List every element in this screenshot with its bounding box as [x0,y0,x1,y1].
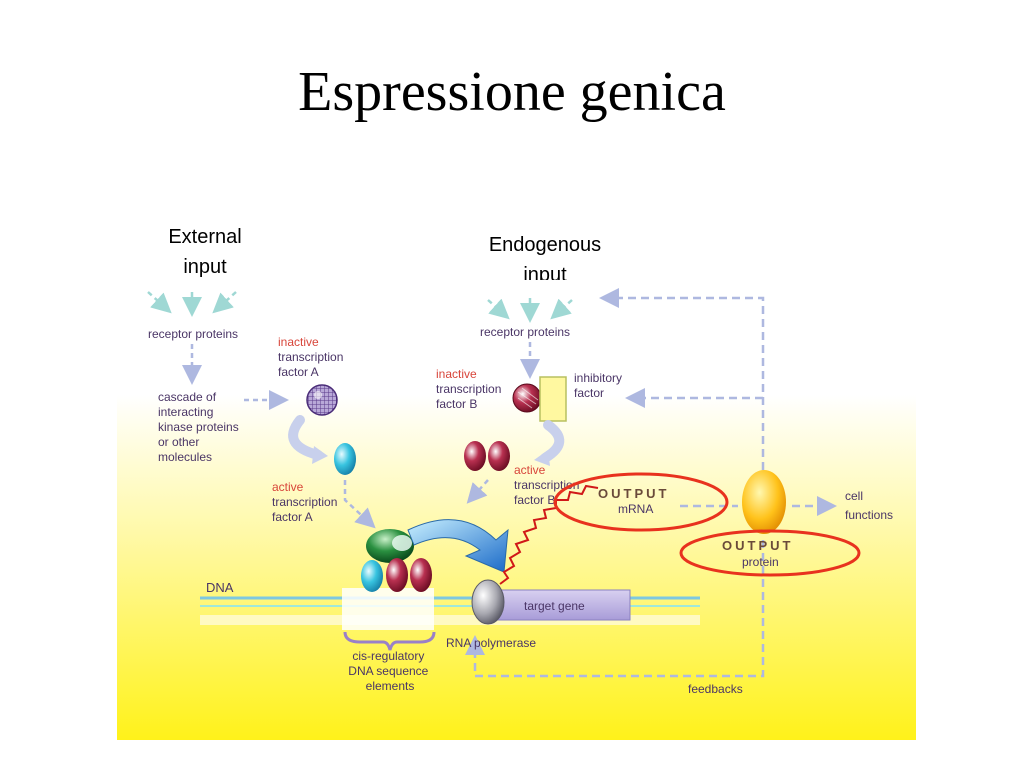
external-input-arrows [147,291,237,317]
rna-polymerase-label: RNA polymerase [446,636,536,650]
inhibitory-factor-label: inhibitory factor [574,371,625,400]
active-factor-a-sphere [334,443,356,475]
receptor-proteins-right-label: receptor proteins [480,325,570,339]
dna-label: DNA [206,580,234,595]
feedback-loop [465,288,837,678]
active-factor-b-sphere-1 [464,441,486,471]
endogenous-caption-line-1: Endogenous [488,234,602,256]
receptor-proteins-left-label: receptor proteins [148,327,238,341]
cis-regulatory-brace [343,631,436,651]
cell-functions-label: cell functions [845,489,893,522]
cascade-label: cascade of interacting kinase proteins o… [158,390,242,464]
output-protein-blob [742,470,786,534]
target-gene-label: target gene [524,599,585,613]
external-input-caption: External input [140,222,270,282]
output-mrna-sub: mRNA [618,502,653,516]
highlight-circle-mrna [553,472,729,532]
cis-regulatory-region [342,588,434,630]
external-caption-line-1: External [168,226,242,248]
inactive-factor-a-label: inactive transcription factor A [278,335,347,379]
output-protein-title: OUTPUT [722,538,793,553]
bound-factor-b-1 [386,558,408,592]
feedbacks-label: feedbacks [688,682,743,696]
cis-regulatory-label: cis-regulatory DNA sequence elements [348,649,431,693]
output-protein-sub: protein [742,555,779,569]
factor-a-transition-arrow [288,415,323,460]
arrow-active-a-to-dna [343,480,376,529]
slide-title: Espressione genica [298,61,726,123]
target-gene-box [487,589,631,621]
mrna-strand [499,484,599,585]
highlight-circle-protein [679,529,861,577]
bound-factor-a [361,560,383,592]
active-factor-a-label: active transcription factor A [272,480,341,524]
factor-b-transition-arrow [540,420,565,463]
rna-polymerase [471,579,505,625]
inactive-factor-b-label: inactive transcription factor B [436,367,505,411]
activation-arrow [407,519,509,573]
external-caption-line-2: input [183,256,227,278]
active-factor-b-sphere-2 [488,441,510,471]
bound-factor-b-2 [410,558,432,592]
inhibitory-factor-block [539,376,567,422]
diagram-background [117,280,916,740]
inactive-factor-a-sphere [306,384,338,416]
output-mrna-title: OUTPUT [598,486,669,501]
endogenous-input-arrows [487,298,573,323]
arrow-active-b-to-dna [466,479,489,504]
